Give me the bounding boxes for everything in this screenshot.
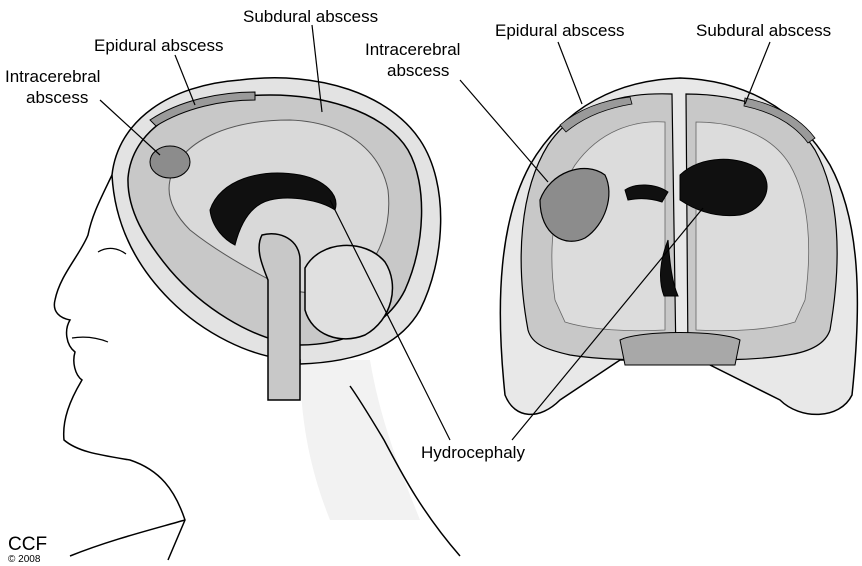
neck-shade: [300, 360, 420, 520]
label-coronal-subdural: Subdural abscess: [696, 21, 831, 40]
credit-org: CCF: [8, 534, 47, 555]
label-coronal-epidural: Epidural abscess: [495, 21, 624, 40]
label-coronal-intracerebral-line2: abscess: [387, 61, 449, 80]
shoulder-line: [70, 520, 185, 556]
label-hydrocephaly: Hydrocephaly: [421, 443, 525, 462]
label-sagittal-intracerebral-line2: abscess: [26, 88, 88, 107]
brainstem-coronal: [620, 333, 740, 366]
label-sagittal-intracerebral-line1: Intracerebral: [5, 67, 100, 86]
leader-coronal-epidural: [558, 42, 582, 104]
label-sagittal-subdural: Subdural abscess: [243, 7, 378, 26]
label-sagittal-epidural: Epidural abscess: [94, 36, 223, 55]
leader-coronal-intracerebral: [460, 80, 548, 182]
mouth: [72, 337, 108, 342]
lateral-ventricle-right: [680, 159, 767, 215]
coronal-section-illustration: [500, 78, 857, 414]
label-coronal-intracerebral-line1: Intracerebral: [365, 40, 460, 59]
credit-year: © 2008: [8, 554, 41, 565]
eye: [98, 248, 126, 254]
sagittal-head-illustration: [54, 78, 460, 560]
leader-coronal-subdural: [745, 42, 770, 104]
